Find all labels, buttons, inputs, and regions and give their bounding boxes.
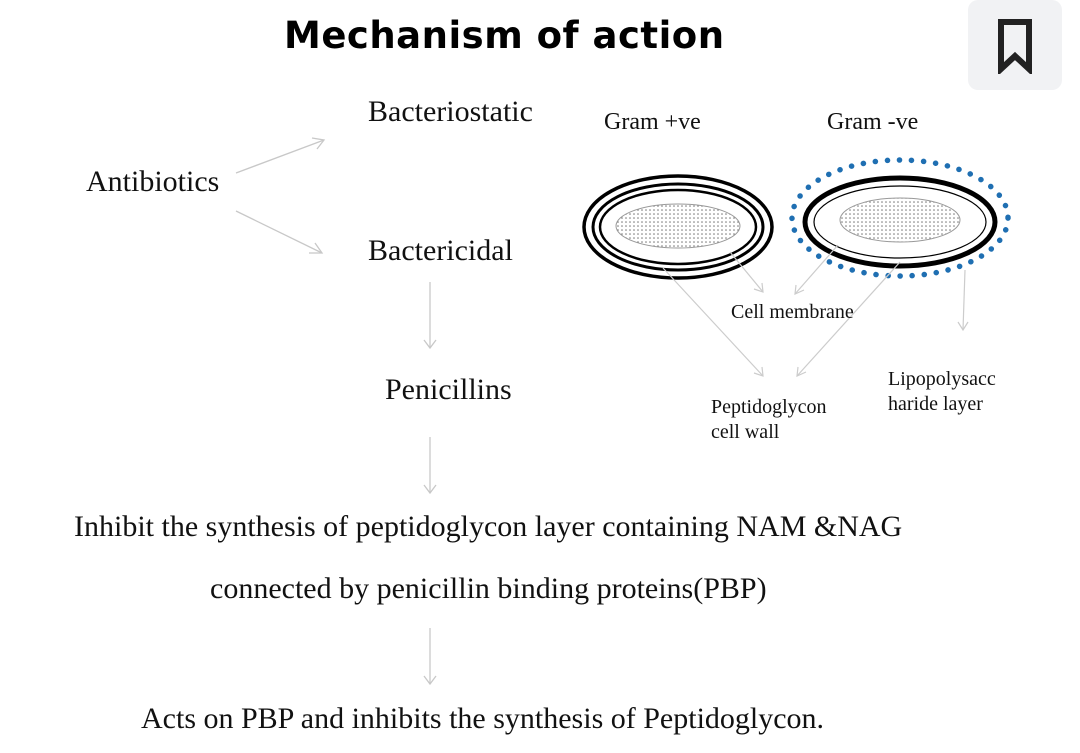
arrow-to-bactericidal bbox=[235, 210, 323, 254]
bactericidal-label: Bactericidal bbox=[368, 234, 513, 267]
flow-arrows bbox=[235, 137, 437, 686]
bacteriostatic-label: Bacteriostatic bbox=[368, 95, 533, 128]
inhibit-text-line2: connected by penicillin binding proteins… bbox=[210, 572, 767, 605]
page-title: Mechanism of action bbox=[284, 14, 725, 57]
gram-positive-cell bbox=[582, 174, 774, 280]
lps-label-line2: haride layer bbox=[888, 393, 983, 415]
antibiotics-label: Antibiotics bbox=[86, 165, 220, 198]
cell-membrane-label: Cell membrane bbox=[731, 301, 854, 323]
inhibit-text-line1: Inhibit the synthesis of peptidoglycon l… bbox=[74, 510, 903, 543]
arrow-to-bacteriostatic bbox=[235, 139, 325, 174]
lps-label-line1: Lipopolysacc bbox=[888, 368, 996, 390]
penicillins-label: Penicillins bbox=[385, 373, 512, 406]
peptidoglycan-label-line2: cell wall bbox=[711, 421, 780, 443]
bookmark-icon bbox=[998, 19, 1032, 74]
gram-positive-label: Gram +ve bbox=[604, 109, 701, 135]
gram-negative-label: Gram -ve bbox=[827, 109, 919, 135]
acts-text: Acts on PBP and inhibits the synthesis o… bbox=[141, 702, 825, 735]
pointer-lines bbox=[662, 244, 969, 377]
bookmark-button[interactable] bbox=[968, 0, 1062, 90]
peptidoglycan-label-line1: Peptidoglycon bbox=[711, 396, 827, 418]
gram-negative-cell bbox=[789, 157, 1011, 279]
